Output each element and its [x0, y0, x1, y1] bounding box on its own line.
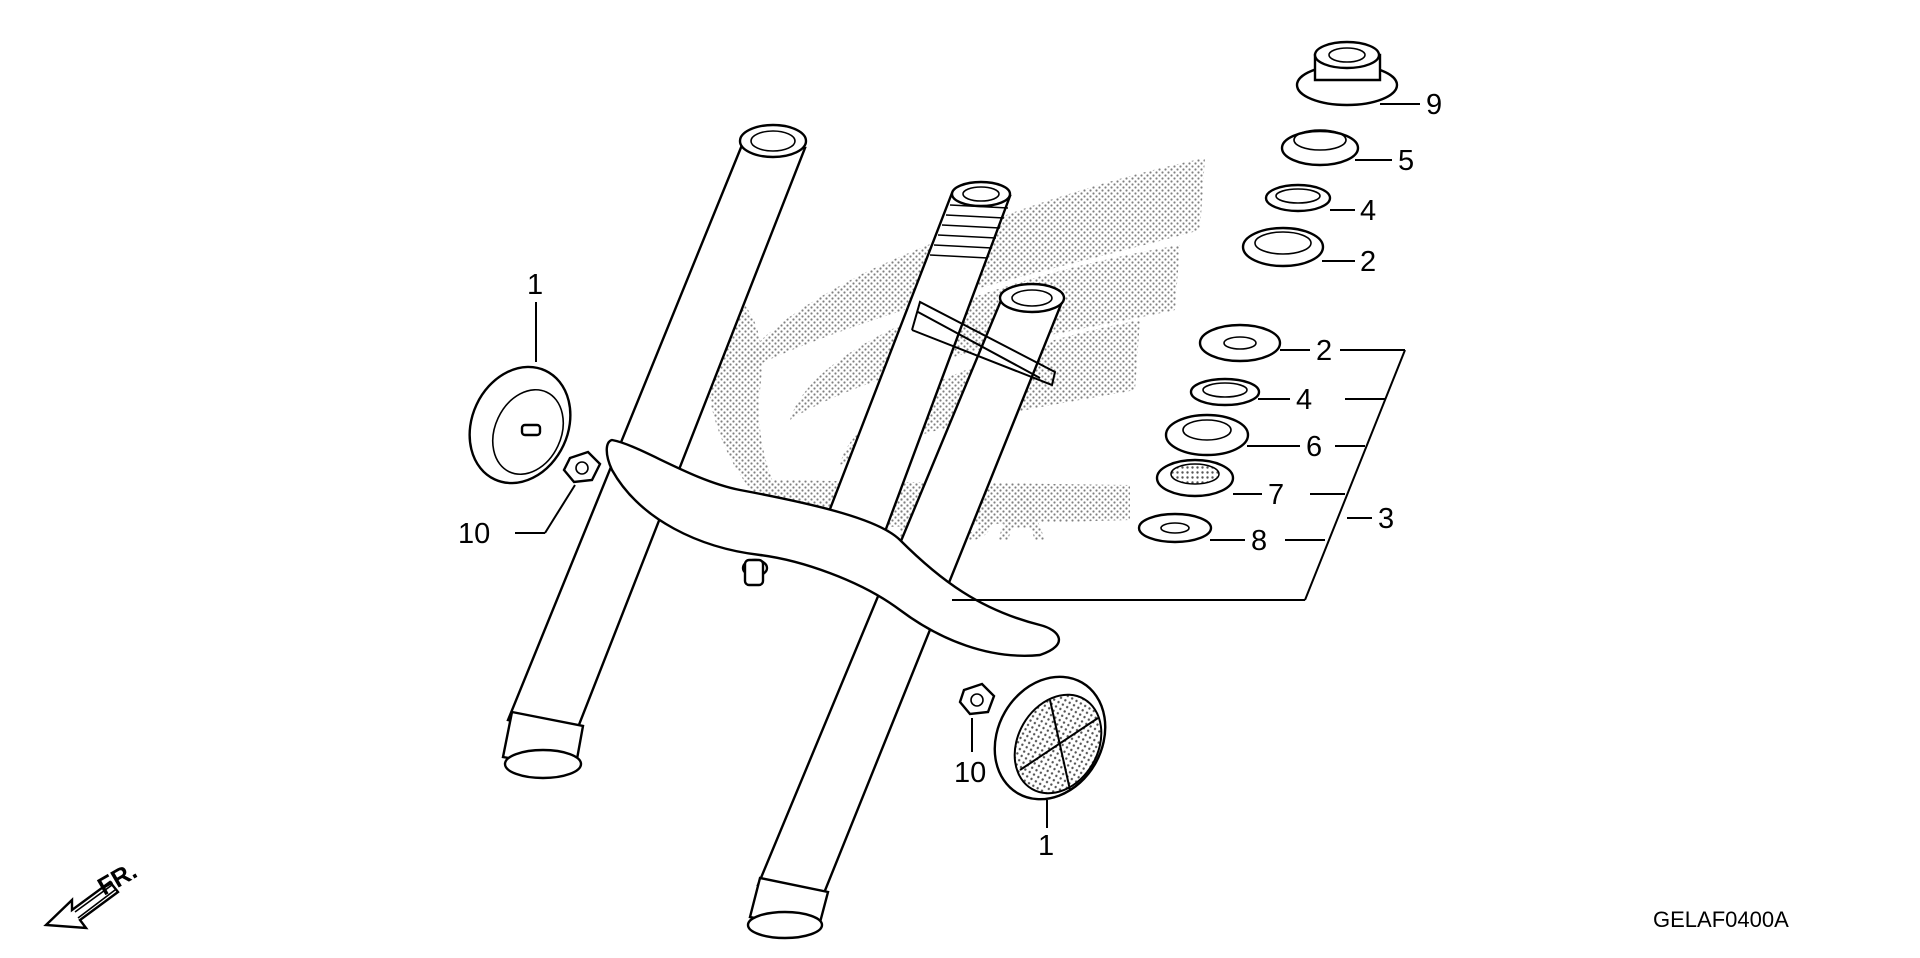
left-fork-tube	[501, 123, 808, 780]
under-bracket	[605, 438, 1061, 657]
fork-cap-right	[993, 675, 1107, 801]
callout-10-left: 10	[458, 518, 490, 550]
callout-6: 6	[1306, 431, 1322, 463]
callout-7: 7	[1268, 479, 1284, 511]
callout-3: 3	[1378, 503, 1394, 535]
nut-left	[562, 450, 602, 484]
fork-cap-left	[468, 365, 572, 485]
stay-wire	[911, 300, 1057, 387]
leader-lines	[515, 103, 1420, 828]
part-2-race-lower	[1198, 323, 1282, 363]
callout-2-upper: 2	[1360, 246, 1376, 278]
part-7-seal	[1155, 458, 1235, 498]
callout-1-right: 1	[1038, 830, 1054, 862]
diagram-code: GELAF0400A	[1653, 907, 1789, 932]
callout-2-lower: 2	[1316, 335, 1332, 367]
callout-8: 8	[1251, 525, 1267, 557]
part-6-race	[1164, 413, 1250, 457]
nut-right	[958, 682, 996, 716]
callout-labels: 1 1 2 2 3 4 4 5 6 7 8 9 10 10	[458, 89, 1442, 862]
part-8-washer	[1137, 512, 1213, 544]
part-4-bearing-upper	[1264, 183, 1332, 213]
part-2-race-upper	[1241, 226, 1325, 268]
callout-4-lower: 4	[1296, 384, 1312, 416]
part-4-bearing-lower	[1189, 377, 1261, 407]
callout-10-right: 10	[954, 757, 986, 789]
callout-9: 9	[1426, 89, 1442, 121]
callout-5: 5	[1398, 145, 1414, 177]
part-5-race	[1280, 129, 1360, 167]
part-9-adjusting-nut	[1295, 40, 1399, 107]
callout-4-upper: 4	[1360, 195, 1376, 227]
front-direction-arrow: FR.	[43, 857, 142, 930]
callout-1-left: 1	[527, 269, 543, 301]
